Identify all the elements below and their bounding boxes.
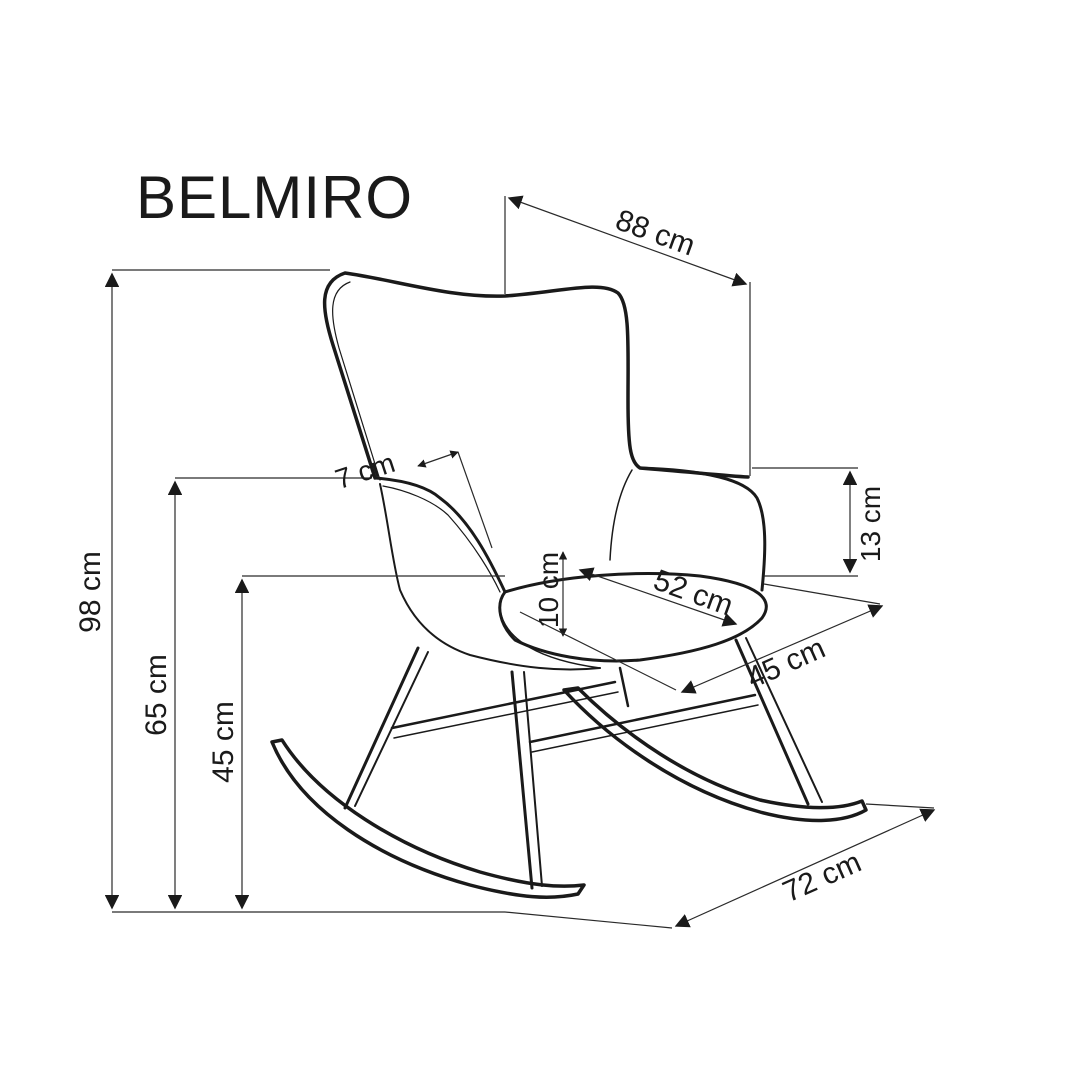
right-armrest-inner [609, 469, 633, 561]
label-seat-depth: 45 cm [742, 632, 830, 695]
backrest-inner [332, 281, 381, 481]
crossbar-left-2 [393, 691, 619, 739]
left-armrest [373, 476, 507, 594]
left-rocker [270, 738, 586, 899]
dim-line-88 [507, 195, 748, 287]
crossbar-left [390, 680, 617, 730]
dim-line-45-depth [680, 604, 884, 694]
left-armrest-inner [382, 485, 501, 593]
dim-line-7 [417, 450, 459, 468]
front-left-leg [343, 646, 420, 810]
label-armrest-height: 65 cm [140, 654, 173, 736]
label-armrest-above-seat: 13 cm [855, 486, 886, 562]
label-armrest-width: 7 cm [331, 447, 398, 495]
label-seat-height: 45 cm [207, 701, 240, 783]
dimension-lines [104, 195, 936, 929]
label-width: 88 cm [611, 204, 699, 263]
dim-line-72 [674, 808, 936, 928]
chair-body-left [379, 483, 601, 671]
rear-left-leg [510, 670, 534, 890]
right-rocker [562, 686, 868, 823]
chair-outline [270, 271, 868, 899]
crossbar-right [528, 693, 757, 744]
label-seat-width: 52 cm [649, 564, 737, 623]
label-seat-thickness: 10 cm [533, 552, 564, 628]
label-total-height: 98 cm [74, 551, 107, 633]
crossbar-right-2 [531, 704, 759, 753]
rear-left-leg-2 [523, 671, 543, 887]
right-armrest [638, 466, 767, 592]
product-title: BELMIRO [136, 164, 414, 231]
rear-right-leg [618, 666, 630, 708]
seat-front-edge [499, 609, 601, 669]
label-depth: 72 cm [778, 846, 866, 909]
